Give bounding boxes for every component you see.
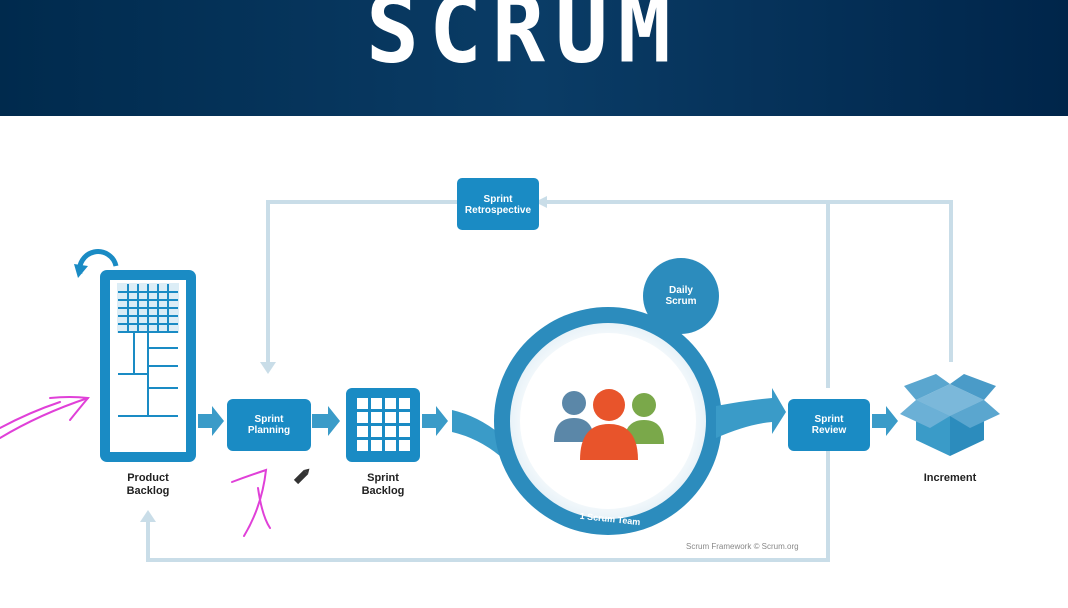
product-backlog-line-1: Product [127, 472, 169, 484]
pencil-cursor-icon [293, 468, 310, 485]
daily-scrum-line-1: Daily [669, 285, 693, 296]
arrow-backlog-to-planning [198, 406, 224, 436]
increment-cube-icon [900, 374, 1000, 456]
arrow-into-sprint-cycle [452, 410, 500, 456]
header-banner: SCRUM [0, 0, 1068, 116]
increment-label: Increment [923, 472, 977, 484]
sprint-cycle-ring [494, 307, 722, 535]
sprint-review-line-1: Sprint [814, 414, 844, 425]
sprint-backlog-line-1: Sprint [367, 472, 399, 484]
pink-annotation-marks [0, 396, 271, 537]
daily-scrum-label: Daily Scrum [643, 285, 719, 307]
sprint-review-label: Sprint Review [788, 414, 870, 436]
sprint-review-box [788, 399, 870, 451]
daily-scrum-line-2: Scrum [665, 296, 697, 307]
sprint-retrospective-line-2: Retrospective [464, 205, 532, 216]
product-backlog-label: Product Backlog [98, 472, 198, 498]
sprint-backlog-label: Sprint Backlog [343, 472, 423, 498]
sprint-retrospective-line-1: Sprint [483, 194, 513, 205]
product-backlog-icon [74, 249, 196, 462]
sprint-planning-label: Sprint Planning [227, 414, 311, 436]
sprint-planning-line-1: Sprint [254, 414, 284, 425]
diagram-canvas [0, 178, 1000, 562]
sprint-retrospective-label: Sprint Retrospective [457, 194, 539, 216]
sprint-backlog-icon [346, 388, 420, 462]
team-people-icon [554, 389, 664, 460]
backlog-loop [146, 446, 830, 562]
credit-text: Scrum Framework © Scrum.org [686, 542, 799, 551]
sprint-planning-box [227, 399, 311, 451]
scrum-framework-diagram: Sprint Retrospective Daily Scrum Product… [0, 116, 1068, 603]
sprint-review-line-2: Review [811, 425, 847, 436]
sprint-backlog-line-2: Backlog [361, 485, 405, 497]
sprint-planning-line-2: Planning [247, 425, 291, 436]
retrospective-loop [266, 200, 953, 388]
arrow-sprint-backlog-to-sprint [422, 406, 448, 436]
planning-arrow-head [260, 362, 276, 374]
arrow-review-to-increment [872, 406, 898, 436]
retro-arrow-head [535, 196, 547, 208]
page-title: SCRUM [366, 0, 681, 84]
backlog-arrow-head [140, 510, 156, 522]
daily-scrum-circle [643, 258, 719, 334]
arrow-planning-to-sprint-backlog [312, 406, 340, 436]
sprint-retrospective-box [457, 178, 539, 230]
arrow-sprint-to-review [716, 388, 786, 438]
product-backlog-line-2: Backlog [126, 485, 170, 497]
